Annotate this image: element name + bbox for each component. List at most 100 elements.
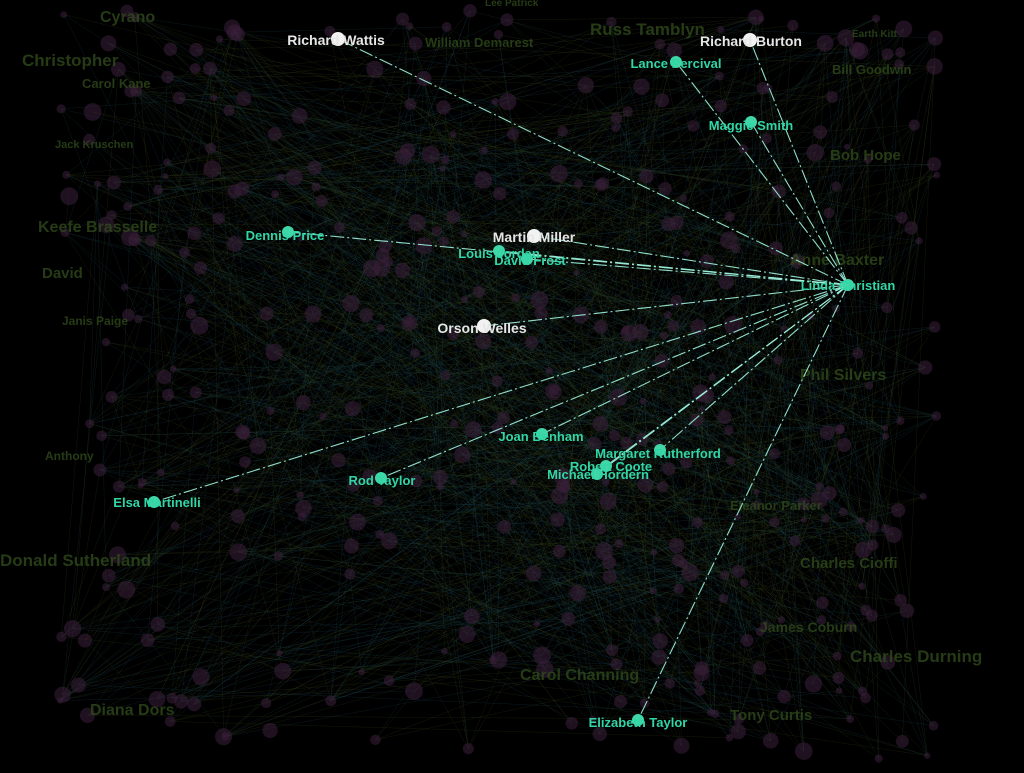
background-node[interactable] <box>205 143 216 154</box>
background-node[interactable] <box>670 216 684 230</box>
background-node[interactable] <box>790 535 801 546</box>
background-node[interactable] <box>450 131 457 138</box>
background-node[interactable] <box>481 147 488 154</box>
background-node[interactable] <box>882 425 888 431</box>
background-node[interactable] <box>440 155 449 164</box>
background-node[interactable] <box>463 743 474 754</box>
background-node[interactable] <box>62 171 70 179</box>
background-node[interactable] <box>416 71 431 86</box>
background-node[interactable] <box>56 632 66 642</box>
background-node[interactable] <box>376 248 390 262</box>
background-node[interactable] <box>439 236 449 246</box>
background-node[interactable] <box>212 212 224 224</box>
background-node[interactable] <box>614 695 627 708</box>
background-node[interactable] <box>296 395 311 410</box>
background-node[interactable] <box>276 650 283 657</box>
background-node[interactable] <box>286 169 303 186</box>
background-node[interactable] <box>688 120 699 131</box>
background-node[interactable] <box>553 545 566 558</box>
background-node[interactable] <box>363 260 381 278</box>
background-node[interactable] <box>94 464 107 477</box>
background-node[interactable] <box>145 235 156 246</box>
background-node[interactable] <box>102 583 110 591</box>
background-node[interactable] <box>401 315 417 331</box>
background-node[interactable] <box>574 179 583 188</box>
background-node[interactable] <box>533 647 551 665</box>
background-node[interactable] <box>157 370 172 385</box>
background-node[interactable] <box>720 571 729 580</box>
background-node[interactable] <box>235 425 250 440</box>
background-node[interactable] <box>54 687 70 703</box>
background-node[interactable] <box>896 212 908 224</box>
background-node[interactable] <box>748 9 764 25</box>
background-node[interactable] <box>615 539 624 548</box>
background-node[interactable] <box>263 723 278 738</box>
background-node[interactable] <box>621 326 630 335</box>
background-node[interactable] <box>623 106 633 116</box>
background-node[interactable] <box>894 594 906 606</box>
background-node[interactable] <box>569 585 585 601</box>
background-node[interactable] <box>895 20 912 37</box>
background-node[interactable] <box>549 385 559 395</box>
background-node[interactable] <box>836 688 843 695</box>
background-node[interactable] <box>525 336 538 349</box>
background-node[interactable] <box>763 733 779 749</box>
background-node[interactable] <box>664 678 675 689</box>
background-node[interactable] <box>266 407 274 415</box>
background-node[interactable] <box>316 195 328 207</box>
background-node[interactable] <box>603 570 617 584</box>
background-node[interactable] <box>795 742 813 760</box>
background-node[interactable] <box>121 284 128 291</box>
background-node[interactable] <box>162 389 174 401</box>
background-node[interactable] <box>334 222 345 233</box>
background-node[interactable] <box>846 715 854 723</box>
background-node[interactable] <box>801 517 807 523</box>
background-node[interactable] <box>319 412 327 420</box>
background-node[interactable] <box>277 173 285 181</box>
background-node[interactable] <box>250 438 267 455</box>
background-node[interactable] <box>561 612 575 626</box>
background-node[interactable] <box>224 105 235 116</box>
background-node[interactable] <box>881 524 890 533</box>
background-node[interactable] <box>815 482 823 490</box>
background-node[interactable] <box>918 360 932 374</box>
background-node[interactable] <box>275 663 292 680</box>
background-node[interactable] <box>881 48 893 60</box>
background-node[interactable] <box>860 605 871 616</box>
background-node[interactable] <box>85 419 94 428</box>
background-node[interactable] <box>432 226 442 236</box>
background-node[interactable] <box>189 43 203 57</box>
background-node[interactable] <box>835 424 845 434</box>
background-node[interactable] <box>203 62 217 76</box>
background-node[interactable] <box>507 128 519 140</box>
background-node[interactable] <box>753 489 759 495</box>
background-node[interactable] <box>531 291 549 309</box>
background-node[interactable] <box>860 693 871 704</box>
background-node[interactable] <box>609 430 620 441</box>
background-node[interactable] <box>173 91 186 104</box>
background-node[interactable] <box>651 549 657 555</box>
background-node[interactable] <box>465 421 482 438</box>
background-node[interactable] <box>450 420 458 428</box>
background-node[interactable] <box>824 208 834 218</box>
background-node[interactable] <box>78 633 92 647</box>
background-node[interactable] <box>441 370 451 380</box>
background-node[interactable] <box>442 22 452 32</box>
background-node[interactable] <box>150 617 165 632</box>
background-node[interactable] <box>511 479 517 485</box>
background-node[interactable] <box>492 98 499 105</box>
background-node[interactable] <box>593 416 608 431</box>
background-node[interactable] <box>924 752 930 758</box>
background-node[interactable] <box>366 61 383 78</box>
background-node[interactable] <box>769 241 783 255</box>
background-node[interactable] <box>655 93 669 107</box>
background-node[interactable] <box>926 58 942 74</box>
background-node[interactable] <box>215 728 232 745</box>
background-node[interactable] <box>821 514 829 522</box>
background-node[interactable] <box>668 320 679 331</box>
background-node[interactable] <box>683 250 689 256</box>
background-node[interactable] <box>904 221 917 234</box>
background-node[interactable] <box>662 462 675 475</box>
background-node[interactable] <box>373 496 383 506</box>
